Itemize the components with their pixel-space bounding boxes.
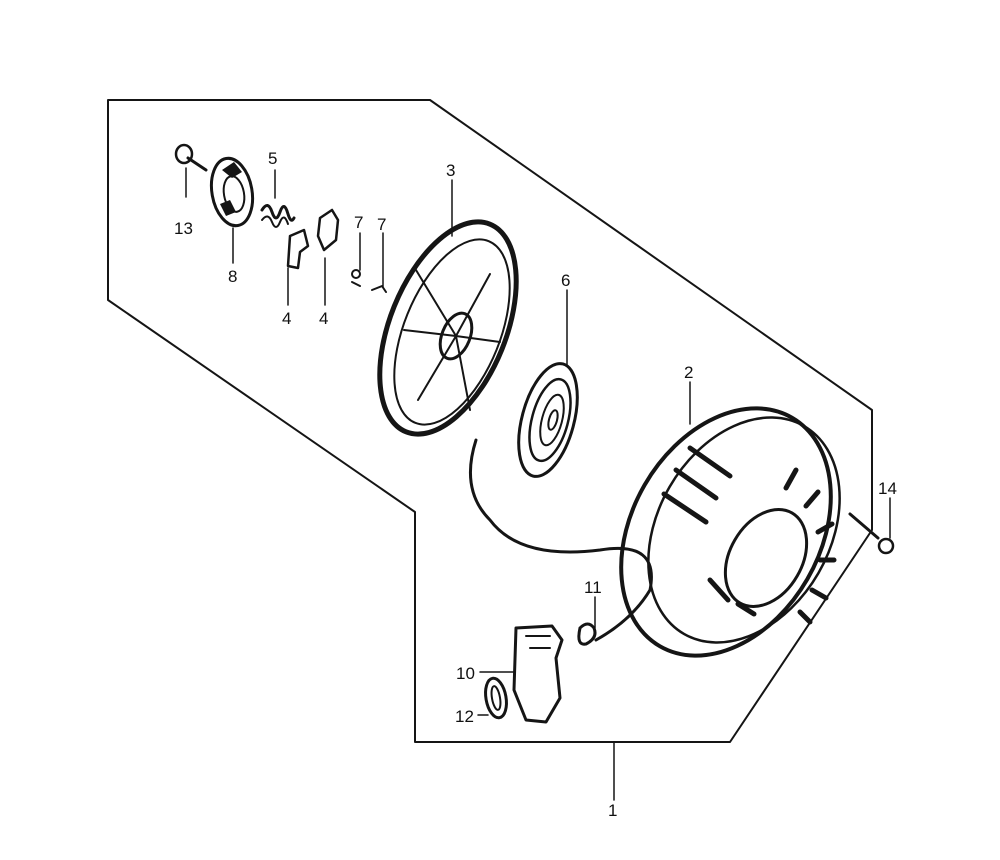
callout-13: 13	[174, 219, 193, 238]
starter-rope	[469, 438, 653, 642]
bolt-14-part	[848, 512, 895, 555]
screw-13-part	[174, 143, 208, 172]
callout-2: 2	[684, 363, 693, 382]
callout-1: 1	[608, 801, 617, 820]
callout-6: 6	[561, 271, 570, 290]
ratchet-plate-part	[209, 156, 255, 228]
clip-7-parts	[351, 269, 387, 293]
reel-3-part	[377, 219, 519, 437]
callout-5: 5	[268, 149, 277, 168]
callout-14: 14	[878, 479, 897, 498]
callout-12: 12	[455, 707, 474, 726]
starter-case-2-part	[619, 406, 841, 658]
callout-7b: 7	[377, 215, 386, 234]
callout-4a: 4	[282, 309, 291, 328]
assembly-outline	[107, 99, 873, 743]
starter-grip-10-part	[512, 624, 564, 724]
rope-knob-11-part	[577, 622, 597, 646]
ratchet-4-right-part	[316, 208, 340, 252]
callout-11: 11	[584, 578, 602, 597]
leader-lines	[185, 167, 891, 801]
grip-insert-12-part	[484, 676, 508, 720]
recoil-spring-6-part	[517, 362, 579, 478]
callout-7a: 7	[354, 213, 363, 232]
callout-3: 3	[446, 161, 455, 180]
spring-5-part	[260, 204, 296, 228]
callout-4b: 4	[319, 309, 328, 328]
callout-8: 8	[228, 267, 237, 286]
callout-10: 10	[456, 664, 475, 683]
ratchet-4-left-part	[286, 228, 310, 270]
